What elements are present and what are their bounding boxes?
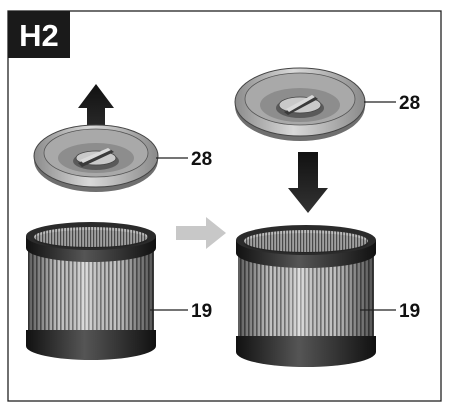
filter-cartridge-left	[26, 222, 156, 360]
left-panel: 28 19	[26, 84, 212, 360]
filter-label-left: 19	[191, 301, 212, 322]
filter-cover-right	[234, 67, 366, 141]
arrow-right-icon	[176, 217, 226, 249]
arrow-down-icon	[288, 152, 328, 213]
step-badge: H2	[8, 11, 70, 58]
cover-label-right: 28	[399, 93, 420, 114]
right-panel: 28 19	[234, 67, 420, 367]
filter-cartridge-right	[236, 225, 376, 367]
step-label: H2	[19, 18, 59, 53]
cover-label-left: 28	[191, 149, 212, 170]
diagram-frame	[7, 10, 442, 402]
filter-cover-left	[33, 124, 159, 192]
filter-label-right: 19	[399, 301, 420, 322]
